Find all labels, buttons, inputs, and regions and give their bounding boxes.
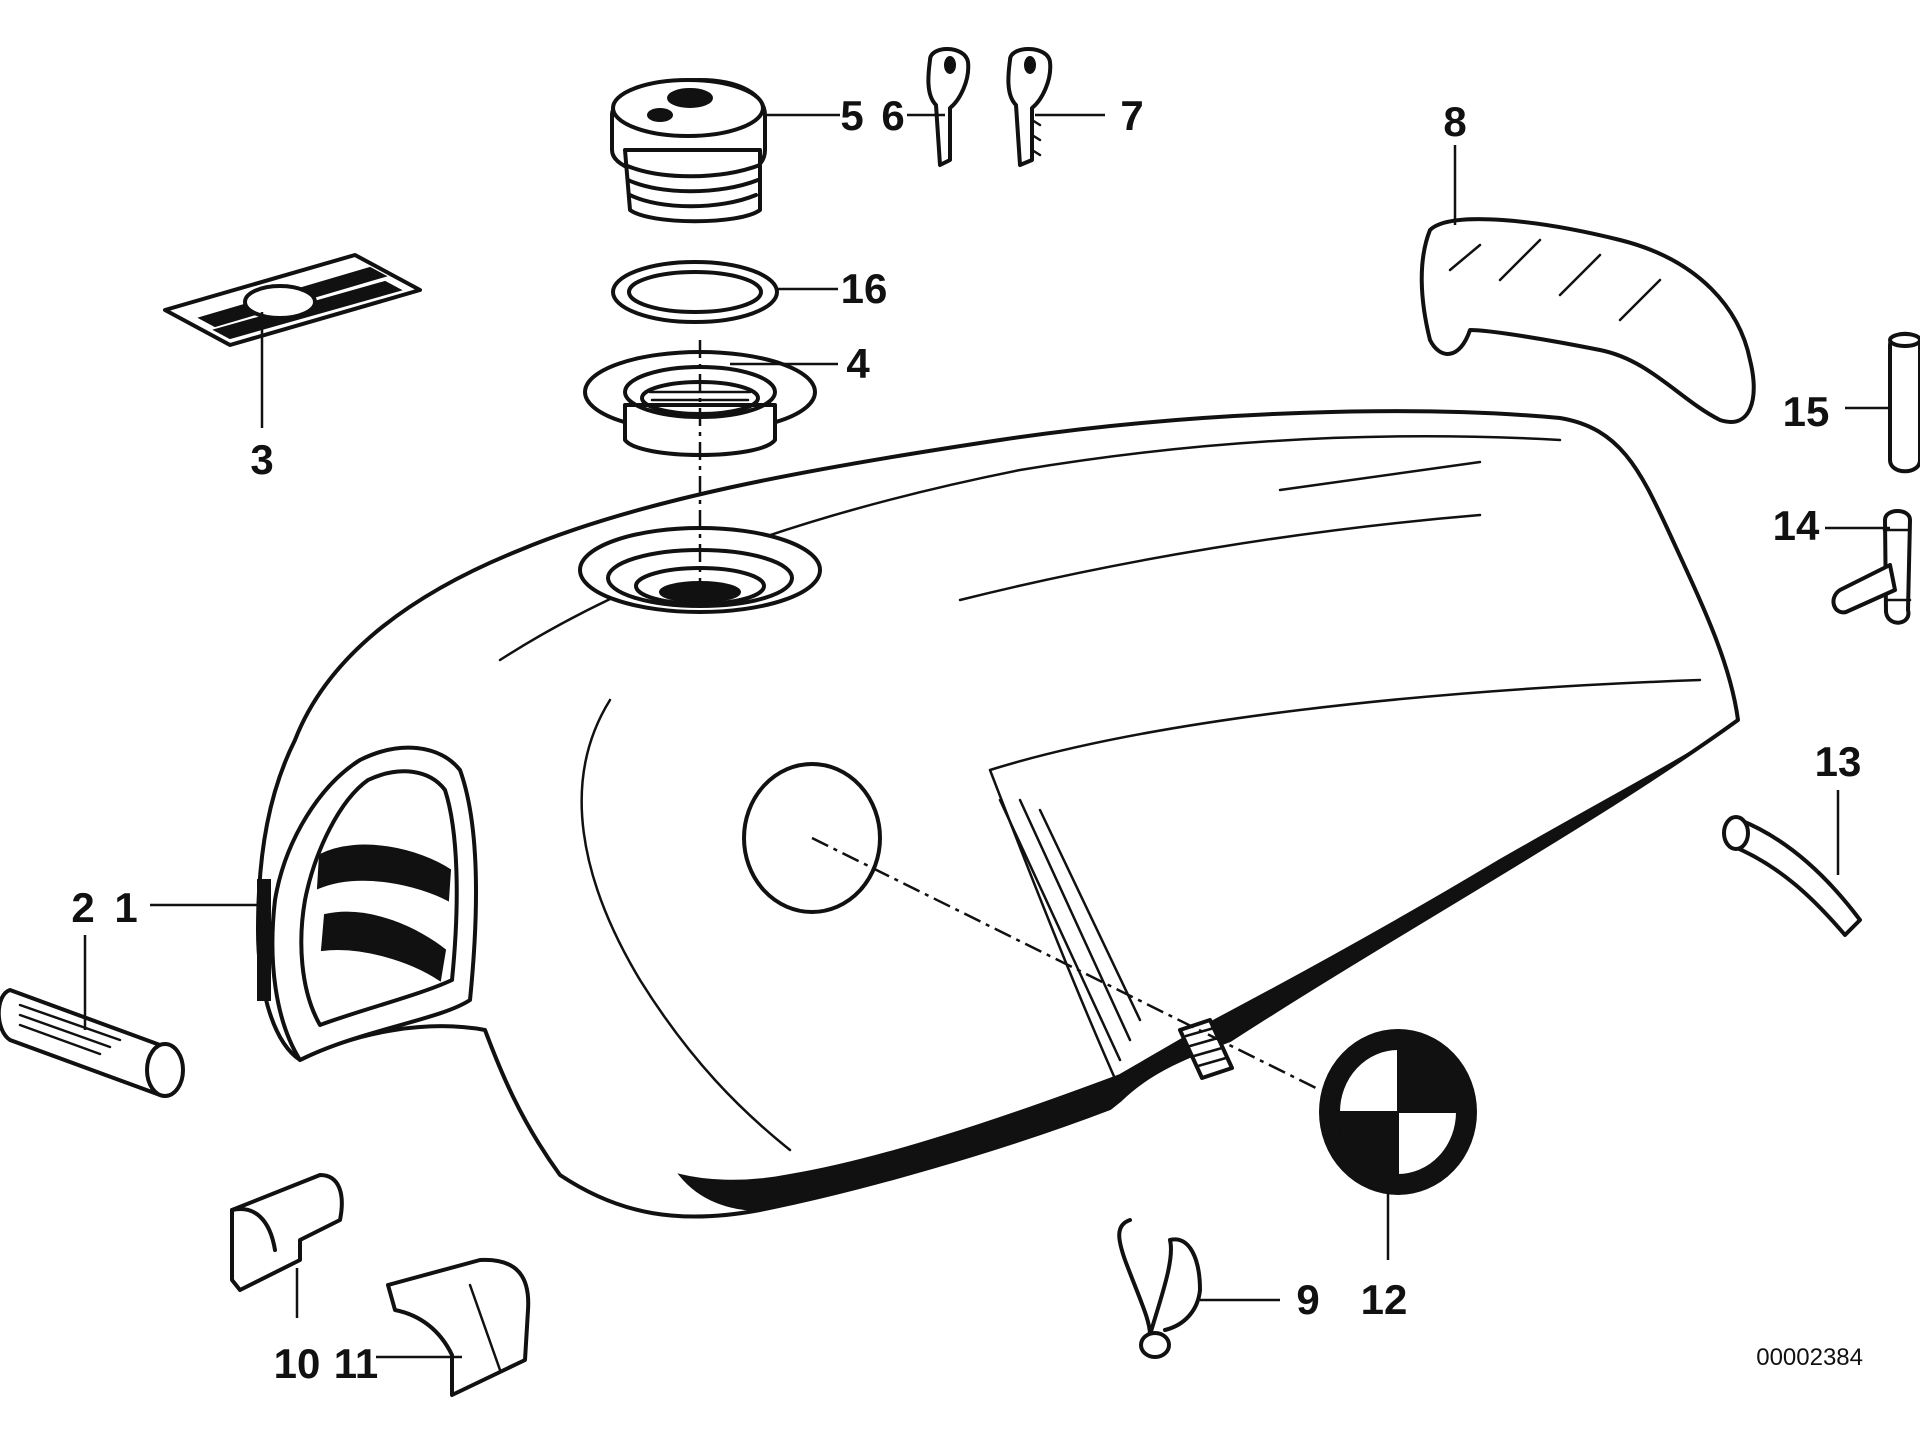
tank-tunnel-opening — [257, 745, 478, 1062]
hose — [1722, 815, 1862, 937]
part-label-12: 12 — [1361, 1276, 1408, 1323]
retaining-spring — [1117, 1218, 1202, 1359]
part-label-13: 13 — [1815, 738, 1862, 785]
part-label-5: 5 — [840, 92, 863, 139]
part-label-6: 6 — [881, 92, 904, 139]
rubber-buffer — [0, 988, 185, 1098]
part-label-2: 2 — [71, 884, 94, 931]
badge-emblem — [1319, 1029, 1477, 1195]
instruction-label — [163, 253, 422, 347]
tank-flank-curve — [580, 698, 792, 1152]
tank-ridge-line — [1278, 460, 1482, 492]
cap-front — [230, 1173, 344, 1292]
part-label-11: 11 — [334, 1340, 378, 1387]
tank-body-outline — [256, 409, 1740, 1219]
leader-lines — [83, 113, 1892, 1359]
part-label-15: 15 — [1783, 388, 1830, 435]
drawing-code: 00002384 — [1756, 1344, 1863, 1371]
cap-rear — [386, 1257, 531, 1397]
tank-ridge-line — [958, 513, 1482, 602]
tank-drain-stub — [1178, 1018, 1234, 1080]
t-connector — [1831, 509, 1912, 625]
part-label-9: 9 — [1296, 1276, 1319, 1323]
fuel-tank — [256, 409, 1740, 1219]
part-label-8: 8 — [1443, 98, 1466, 145]
part-number-labels: 1 2 3 4 5 6 7 8 9 10 11 12 13 14 15 16 — [71, 92, 1861, 1387]
tank-side-shade — [998, 798, 1142, 1062]
filler-cap — [610, 78, 767, 224]
knee-pad — [1419, 217, 1756, 424]
part-label-14: 14 — [1773, 502, 1820, 549]
part-label-1: 1 — [114, 884, 137, 931]
part-label-7: 7 — [1120, 92, 1143, 139]
hose-piece — [1888, 331, 1920, 474]
badge-axis-line — [811, 836, 1321, 1092]
gasket — [611, 260, 779, 324]
part-label-3: 3 — [250, 436, 273, 483]
key — [926, 47, 971, 167]
part-label-10: 10 — [274, 1340, 321, 1387]
part-label-16: 16 — [841, 265, 888, 312]
part-label-4: 4 — [846, 340, 870, 387]
tank-lower-edge — [677, 719, 1739, 1212]
key — [1006, 47, 1053, 167]
